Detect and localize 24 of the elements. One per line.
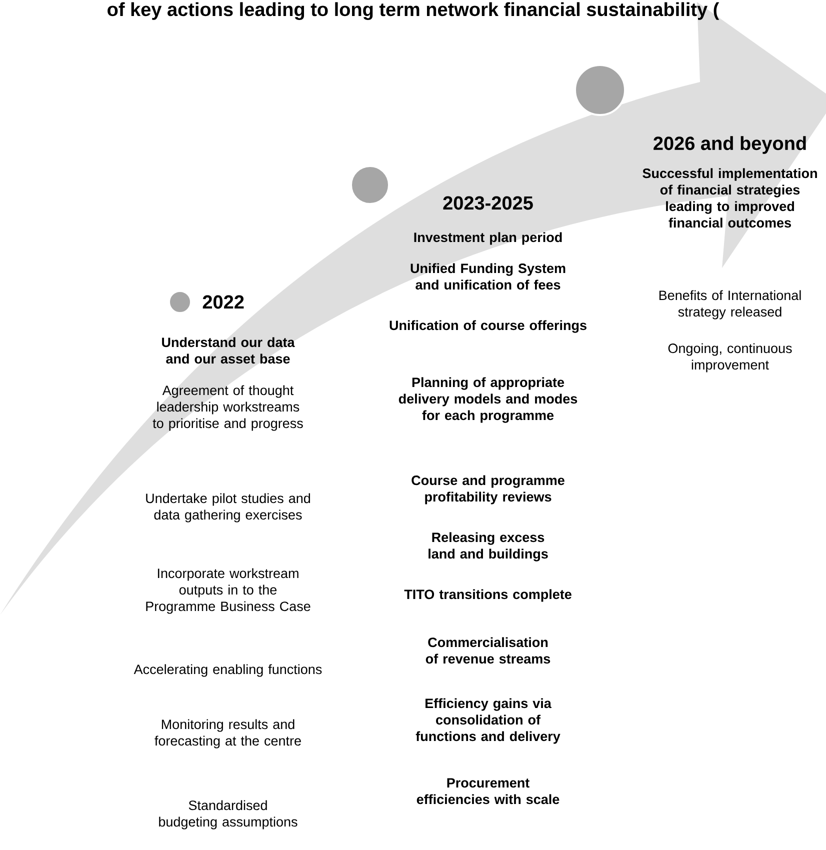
action-text: Commercialisation of revenue streams: [426, 637, 550, 664]
action-text: Releasing excess land and buildings: [428, 532, 548, 562]
action-text: Procurement efficiencies with scale: [416, 778, 560, 804]
action-text: Unified Funding System and unification of fees: [410, 263, 566, 290]
action-text: Monitoring results and forecasting at the centre: [154, 719, 301, 748]
action-text: Agreement of thought leadership workstreams to prioritise and progress: [152, 385, 303, 431]
action-text: Incorporate workstream outputs in to the Programme Business Case: [146, 568, 310, 614]
action-text: Successful implementation of financial strategies leading to improved financial outcomes: [642, 168, 817, 228]
year-heading: 2023-2025: [443, 196, 533, 210]
action-text: Standardised budgeting assumptions: [159, 800, 298, 830]
action-text: TITO transitions complete: [404, 589, 572, 602]
year-heading: 2026 and beyond: [654, 136, 806, 154]
action-text: Accelerating enabling functions: [134, 664, 322, 677]
action-text: Undertake pilot studies and data gathering exercises: [146, 493, 310, 522]
action-text: Benefits of International strategy released: [659, 290, 801, 320]
action-text: Unification of course offerings: [390, 320, 586, 333]
action-text: Planning of appropriate delivery models and modes for each programme: [398, 377, 578, 423]
action-text: Investment plan period: [414, 232, 562, 245]
action-text: Understand our data and our asset base: [162, 337, 295, 364]
title: of key actions leading to long term network financial sustainability (: [108, 2, 720, 20]
action-text: Course and programme profitability reviews: [412, 475, 564, 504]
action-text: Efficiency gains via consolidation of functions and delivery: [416, 698, 560, 744]
action-text: Ongoing, continuous improvement: [668, 343, 792, 372]
year-heading: 2022: [202, 295, 244, 309]
